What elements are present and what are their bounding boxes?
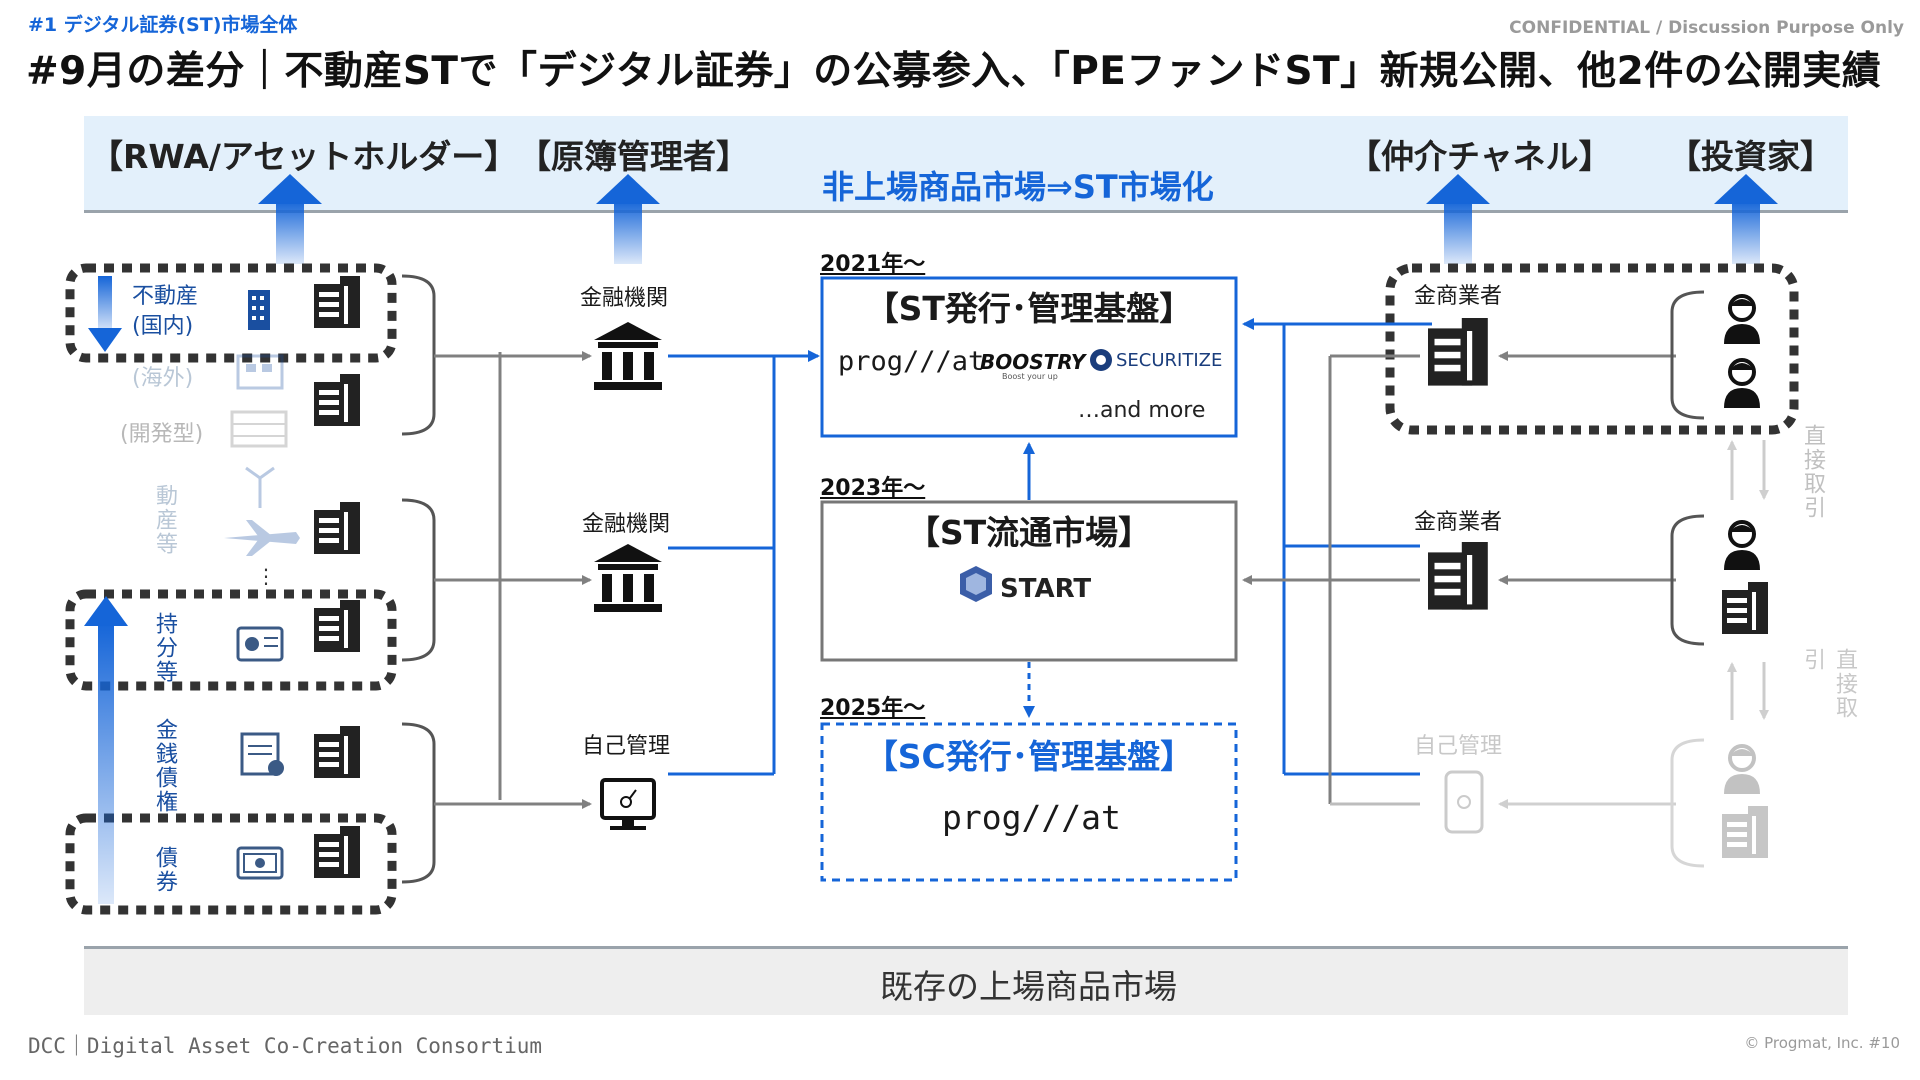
year-2021: 2021年～ [820, 252, 926, 277]
asset-label-equity: 持分等 [152, 612, 177, 684]
computer-icon [600, 778, 656, 830]
asset-label-overseas: (海外) [132, 366, 194, 391]
investor-person-icon [1722, 520, 1762, 572]
direct-trade-label-2: 直接取引 [1800, 648, 1857, 720]
channel-label-broker-2: 金商業者 [1414, 510, 1503, 535]
direct-trade-arrows [1727, 440, 1769, 720]
investor-person-icon [1722, 294, 1762, 346]
smartphone-icon [1444, 770, 1484, 834]
highlight-real-estate [65, 263, 397, 363]
building-icon [314, 502, 360, 554]
up-arrow-investor [1714, 174, 1778, 264]
asset-label-movable: 動産等 [152, 484, 177, 556]
invoice-icon [240, 732, 284, 776]
certificate-icon [236, 626, 284, 662]
role-investor: 【投資家】 [1668, 137, 1833, 176]
broker-building-icon [1428, 542, 1488, 610]
highlight-bonds [65, 813, 397, 915]
broker-building-icon [1428, 318, 1488, 386]
wind-turbine-icon [245, 466, 275, 508]
channel-label-self: 自己管理 [1414, 734, 1503, 759]
sc-platform-title: 【SC発行･管理基盤】 [864, 737, 1194, 776]
building-icon [314, 374, 360, 426]
top-band [84, 116, 1848, 213]
securitize-logo: SECURITIZE [1116, 350, 1223, 371]
role-registry: 【原簿管理者】 [518, 137, 749, 176]
city-building-icon [248, 290, 270, 330]
sc-platform-box [820, 722, 1238, 882]
asset-label-bonds: 債券 [152, 846, 177, 894]
st-market-box [820, 500, 1238, 662]
section-tag: #1 デジタル証券(ST)市場全体 [28, 14, 298, 36]
asset-ellipsis: ⋮ [256, 564, 276, 588]
boostry-logo: BOOSTRY [980, 350, 1086, 374]
year-2025: 2025年～ [820, 696, 926, 721]
boostry-logo-sub: Boost your up [1002, 372, 1058, 381]
and-more-label: …and more [1078, 398, 1206, 423]
start-logo: START [1000, 574, 1092, 604]
footer-copyright: © Progmat, Inc. #10 [1744, 1034, 1900, 1052]
registry-label-fi-2: 金融機関 [582, 512, 671, 537]
development-building-icon [230, 410, 288, 448]
st-platform-title: 【ST発行･管理基盤】 [865, 289, 1193, 328]
bank-icon [594, 544, 662, 612]
up-arrow-rwa [258, 174, 322, 264]
asset-label-development: (開発型) [120, 422, 204, 447]
st-platform-box [820, 276, 1238, 438]
registry-label-fi-1: 金融機関 [580, 286, 669, 311]
role-channel: 【仲介チャネル】 [1348, 137, 1612, 176]
building-icon [314, 600, 360, 652]
asset-label-monetary-claims: 金銭債権 [152, 718, 177, 814]
investor-corporate-icon [1722, 582, 1768, 634]
investor-person-icon [1722, 358, 1762, 410]
registry-label-self: 自己管理 [582, 734, 671, 759]
overseas-building-icon [236, 354, 284, 390]
st-market-title: 【ST流通市場】 [906, 513, 1152, 552]
bond-icon [236, 846, 284, 880]
progmat-logo: prog///at [838, 346, 985, 377]
highlight-equity [65, 589, 397, 691]
investor-corporate-icon [1722, 806, 1768, 858]
building-icon [314, 826, 360, 878]
progmat-sc-logo: prog///at [942, 798, 1121, 837]
up-arrow-registry [596, 174, 660, 264]
building-icon [314, 726, 360, 778]
page-title: #9月の差分｜不動産STで「デジタル証券」の公募参入、「PEファンドST」新規公… [26, 49, 1882, 94]
down-arrow-left [88, 276, 122, 352]
year-2023: 2023年～ [820, 476, 926, 501]
top-band-label: 非上場商品市場⇒ST市場化 [822, 168, 1214, 206]
direct-trade-label-1: 直接取引 [1800, 424, 1825, 520]
bottom-band [84, 946, 1848, 1015]
highlight-broker-investor [1385, 263, 1799, 435]
asset-label-real-estate: 不動産 (国内) [132, 284, 199, 339]
bank-icon [594, 322, 662, 390]
start-logo-mark [960, 566, 992, 602]
confidential-label: CONFIDENTIAL / Discussion Purpose Only [1509, 18, 1904, 38]
footer-org: DCC｜Digital Asset Co-Creation Consortium [28, 1034, 543, 1058]
airplane-icon [224, 520, 300, 556]
up-arrow-left-long [84, 596, 128, 904]
building-icon [314, 276, 360, 328]
investor-person-icon [1722, 744, 1762, 796]
channel-label-broker-1: 金商業者 [1414, 284, 1503, 309]
up-arrow-channel [1426, 174, 1490, 264]
role-rwa: 【RWA/アセットホルダー】 [90, 137, 518, 176]
bottom-band-label: 既存の上場商品市場 [880, 967, 1177, 1006]
